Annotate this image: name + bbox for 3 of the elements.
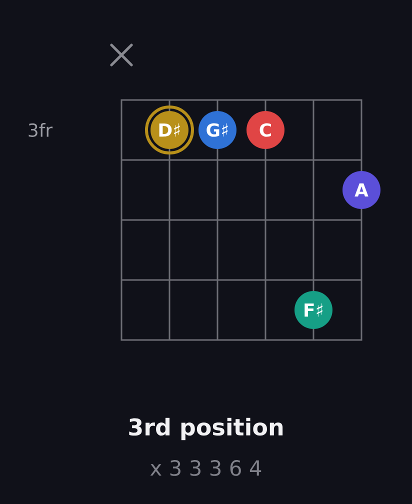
fingering-label: x 3 3 3 6 4 — [150, 460, 262, 476]
fret-label: 3fr — [28, 123, 53, 137]
title: 3rd position — [129, 418, 283, 440]
